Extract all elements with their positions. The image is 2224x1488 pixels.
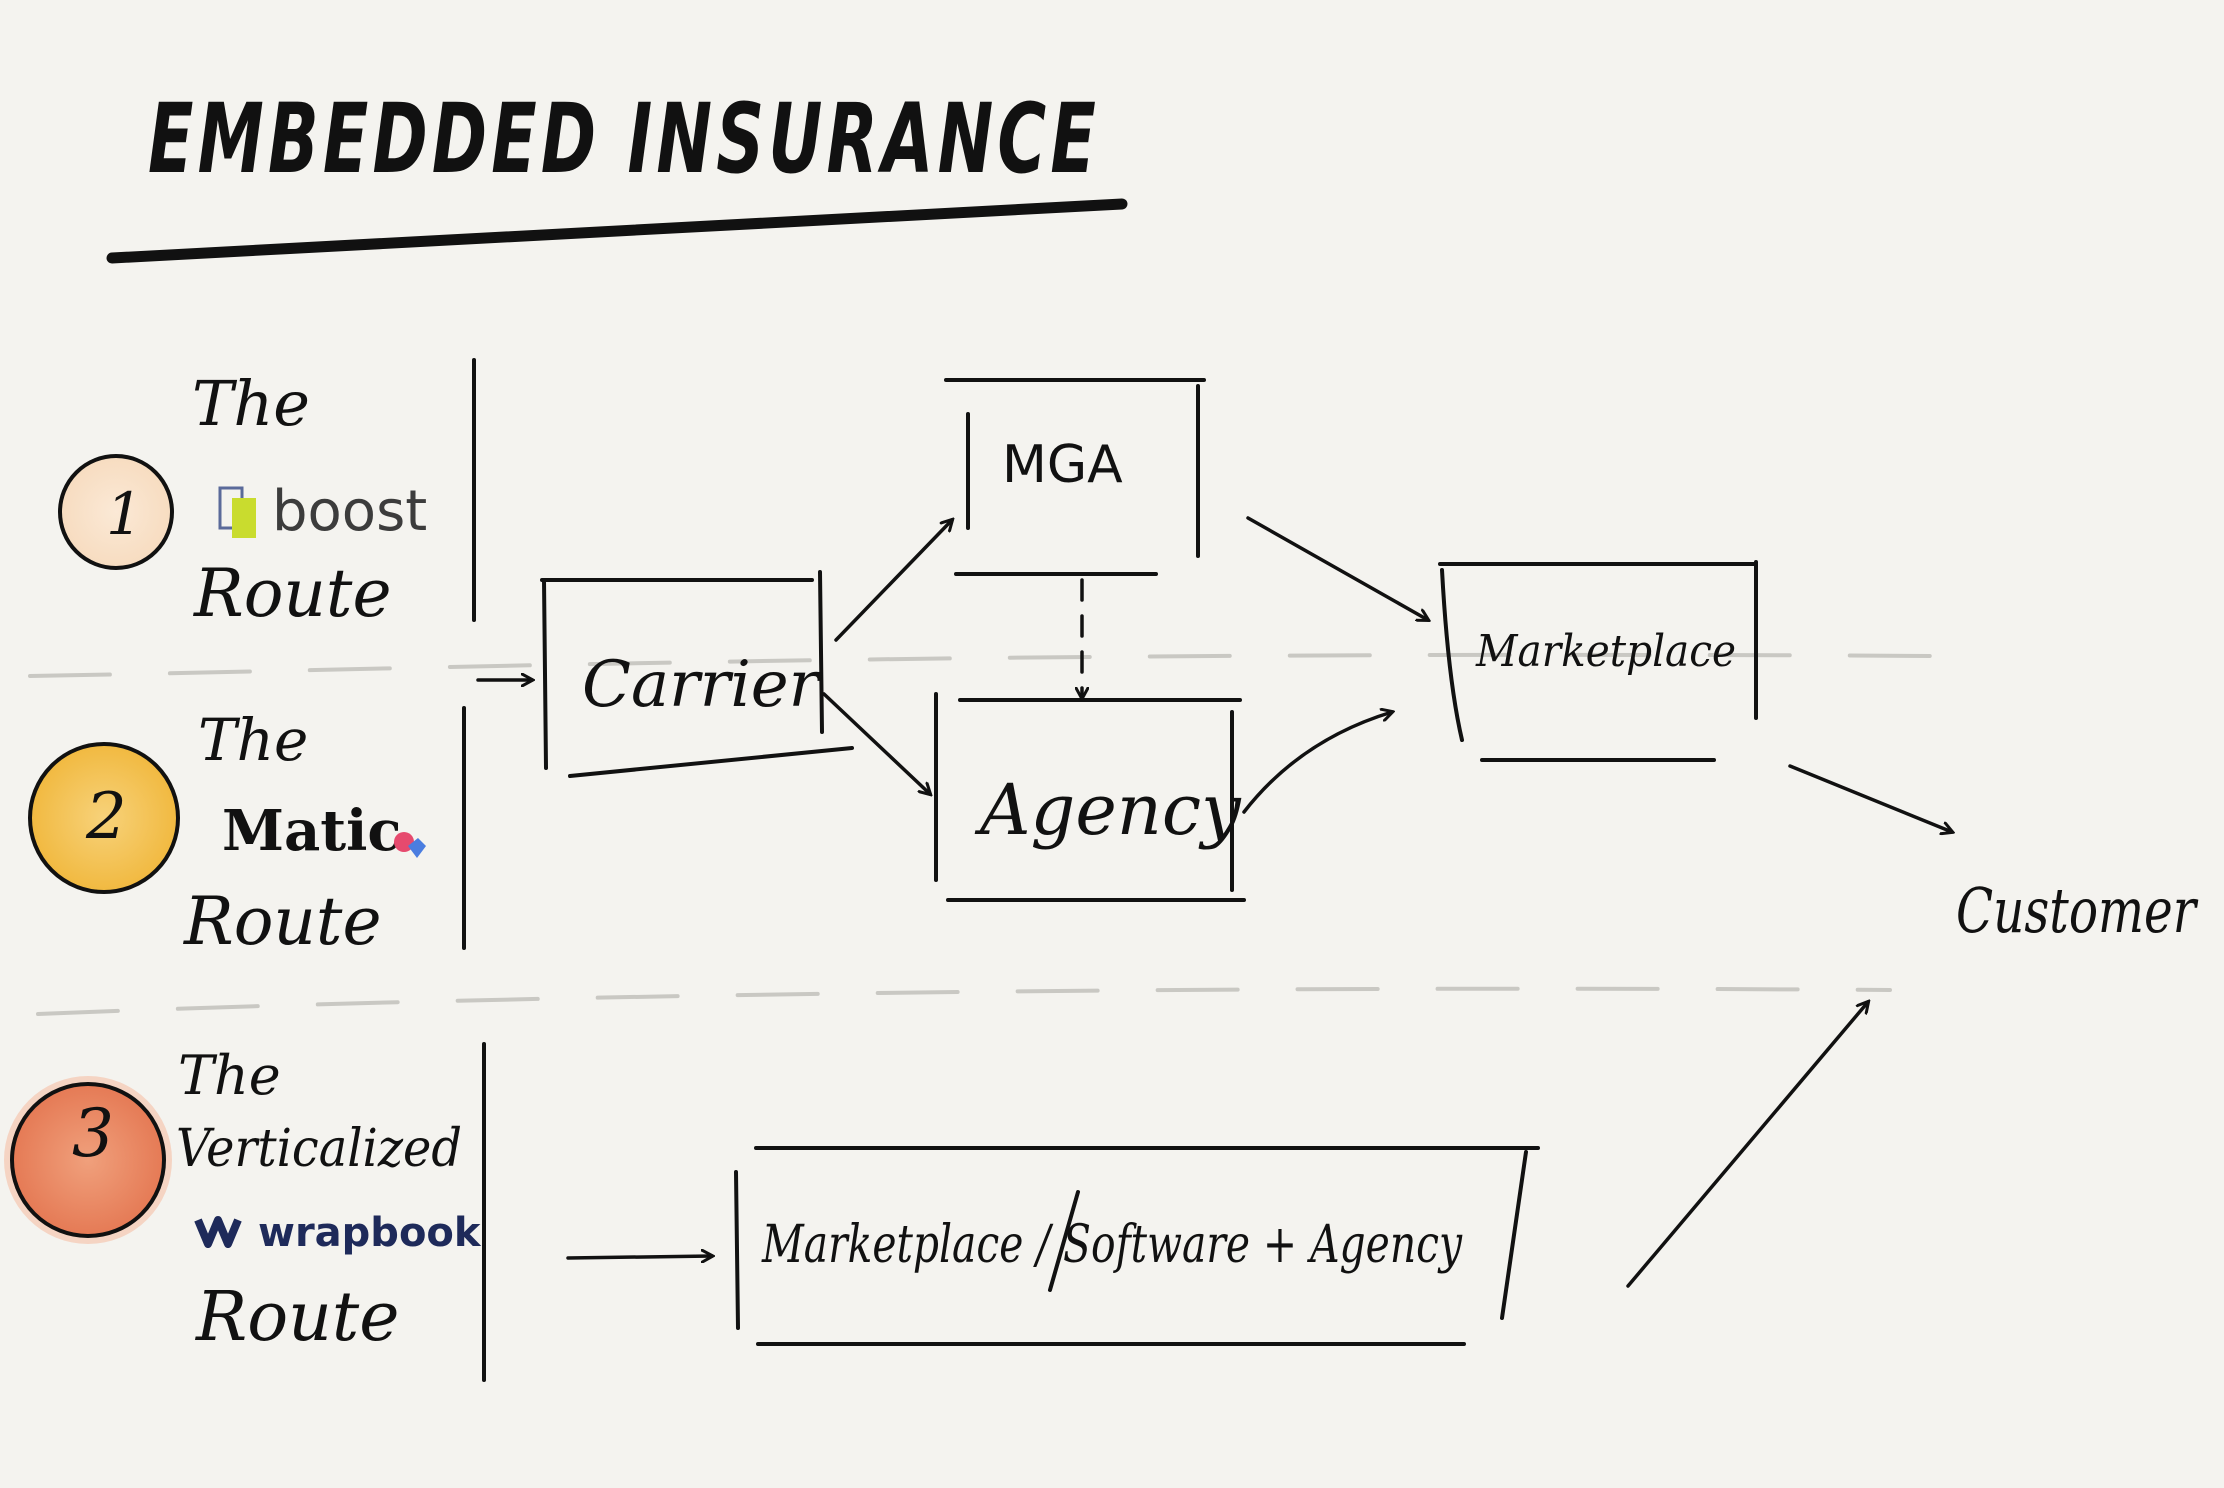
route-1-circle: [58, 454, 174, 570]
wrapbook-logo-mark: [194, 1216, 242, 1248]
route-1: 1 The boost Route: [58, 358, 476, 632]
agency-box: [934, 692, 1246, 902]
boost-logo: boost: [218, 479, 427, 544]
mga-box: [944, 378, 1206, 576]
matic-logo-text: Matic: [222, 798, 402, 864]
boost-logo-mark-fill: [232, 498, 256, 538]
route-3-circle: [10, 1082, 166, 1238]
route-3-qualifier: Verticalized: [176, 1119, 462, 1179]
route-3-suffix: Route: [194, 1278, 400, 1357]
carrier-label: Carrier: [582, 648, 823, 722]
carrier-box: [540, 570, 854, 778]
route-2-circle: [28, 742, 180, 894]
flow-arrows: [476, 516, 1952, 1288]
agency-node: Agency: [934, 692, 1246, 902]
vertical-node: Marketplace / Software + Agency: [734, 1146, 1540, 1346]
marketplace-label: Marketplace: [1475, 626, 1736, 677]
divider-1: [28, 652, 1942, 678]
arrow-into-vertical: [566, 1256, 712, 1258]
divider-2: [36, 986, 1892, 1016]
vertical-box: [734, 1146, 1540, 1346]
vertical-divider-slash: [1048, 1190, 1080, 1292]
route-1-number: 1: [106, 480, 143, 548]
route-1-prefix: The: [192, 367, 310, 440]
boost-logo-text: boost: [272, 479, 427, 544]
route-2-number: 2: [85, 780, 127, 854]
arrow-agency-to-marketplace: [1242, 712, 1392, 814]
arrow-carrier-to-agency: [822, 692, 930, 794]
route-2: 2 The Matic Route: [28, 706, 466, 960]
matic-logo: Matic: [222, 798, 426, 864]
route-2-prefix: The: [198, 706, 308, 774]
mga-node: MGA: [944, 378, 1206, 576]
matic-logo-heart-blue: [408, 838, 426, 858]
title-underline: [106, 198, 1128, 264]
arrow-mga-to-marketplace: [1246, 516, 1428, 620]
route-1-suffix: Route: [193, 555, 392, 632]
agency-label: Agency: [974, 769, 1242, 851]
wrapbook-logo-text: wrapbook: [258, 1210, 482, 1256]
mga-label: MGA: [1002, 435, 1123, 495]
route-3: 3 The Verticalized wrapbook Route: [4, 1042, 486, 1382]
route-3-prefix: The: [178, 1044, 281, 1107]
route-2-suffix: Route: [183, 883, 382, 960]
route-3-number: 3: [72, 1095, 114, 1172]
carrier-node: Carrier: [540, 570, 854, 778]
vertical-label: Marketplace / Software + Agency: [761, 1215, 1462, 1275]
marketplace-box: [1438, 560, 1758, 762]
arrow-carrier-to-mga: [834, 520, 952, 642]
diagram-title: EMBEDDED INSURANCE: [148, 83, 1100, 195]
arrow-marketplace-to-customer: [1788, 764, 1952, 832]
marketplace-node: Marketplace: [1438, 560, 1758, 762]
arrow-vertical-to-customer: [1626, 1002, 1868, 1288]
customer-label: Customer: [1956, 874, 2199, 947]
wrapbook-logo: wrapbook: [194, 1210, 482, 1256]
